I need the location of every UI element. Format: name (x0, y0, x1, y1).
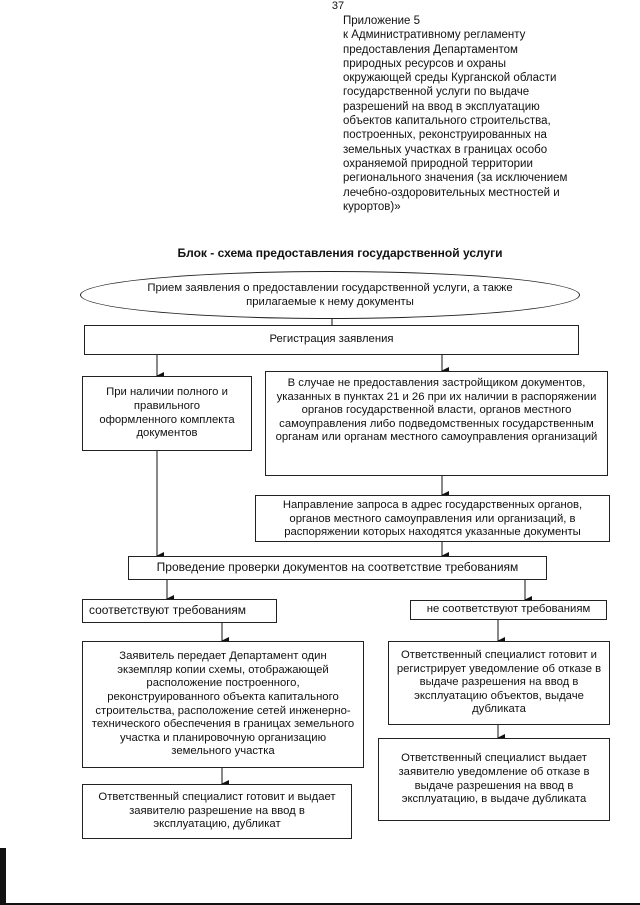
complete-docs-label: При наличии полного и правильного оформл… (99, 386, 235, 440)
non-compliant-label: не соответствуют требованиям (426, 603, 591, 616)
not-provided-label: В случае не предоставления застройщиком … (275, 377, 598, 444)
applicant-transfers-node: Заявитель передает Департамент один экзе… (82, 641, 364, 768)
registration-node: Регистрация заявления (84, 325, 579, 355)
appendix-line: построенных, реконструированных на (343, 129, 547, 142)
appendix-line: к Административному регламенту (343, 29, 526, 42)
appendix-line: охраняемой природной территории (343, 157, 533, 170)
scan-bottom-edge (0, 903, 640, 905)
verification-node: Проведение проверки документов на соотве… (128, 556, 547, 580)
appendix-line: предоставления Департаментом (343, 43, 518, 56)
appendix-line: земельных участках в границах особо (343, 143, 548, 156)
appendix-line: лечебно-оздоровительных местностей и (343, 186, 560, 199)
compliant-node: соответствуют требованиям (82, 599, 277, 623)
refusal-prepare-node: Ответственный специалист готовит и регис… (388, 641, 610, 725)
appendix-line: Приложение 5 (343, 15, 421, 27)
appendix-line: курортов)» (343, 200, 401, 213)
not-provided-node: В случае не предоставления застройщиком … (265, 371, 608, 476)
appendix-line: окружающей среды Курганской области (343, 72, 557, 85)
request-label: Направление запроса в адрес государствен… (282, 499, 583, 539)
appendix-header: Приложение 5 к Административному регламе… (343, 14, 608, 214)
appendix-line: государственной услуги по выдаче (343, 86, 530, 99)
appendix-line: регионального значения (за исключением (343, 172, 568, 185)
page-number: 37 (331, 0, 345, 12)
specialist-permit-node: Ответственный специалист готовит и выдае… (82, 784, 352, 839)
refusal-issue-node: Ответственный специалист выдает заявител… (378, 738, 610, 821)
applicant-transfers-label: Заявитель передает Департамент один экзе… (91, 650, 355, 758)
reception-label: Прием заявления о предоставлении государ… (147, 282, 513, 308)
refusal-prepare-label: Ответственный специалист готовит и регис… (396, 649, 602, 716)
compliant-label: соответствуют требованиям (89, 603, 247, 618)
reception-node: Прием заявления о предоставлении государ… (80, 271, 580, 319)
non-compliant-node: не соответствуют требованиям (410, 600, 607, 620)
scan-edge-bar (0, 848, 6, 905)
appendix-line: разрешений на ввод в эксплуатацию (343, 100, 540, 113)
appendix-line: природных ресурсов и охраны (343, 57, 507, 70)
verification-label: Проведение проверки документов на соотве… (156, 560, 519, 575)
appendix-line: объектов капитального строительства, (343, 115, 551, 128)
specialist-permit-label: Ответственный специалист готовит и выдае… (98, 791, 336, 831)
refusal-issue-label: Ответственный специалист выдает заявител… (398, 752, 590, 806)
complete-docs-node: При наличии полного и правильного оформл… (82, 376, 252, 451)
registration-label: Регистрация заявления (269, 333, 394, 346)
request-node: Направление запроса в адрес государствен… (255, 495, 610, 542)
diagram-title: Блок - схема предоставления государствен… (177, 246, 503, 260)
